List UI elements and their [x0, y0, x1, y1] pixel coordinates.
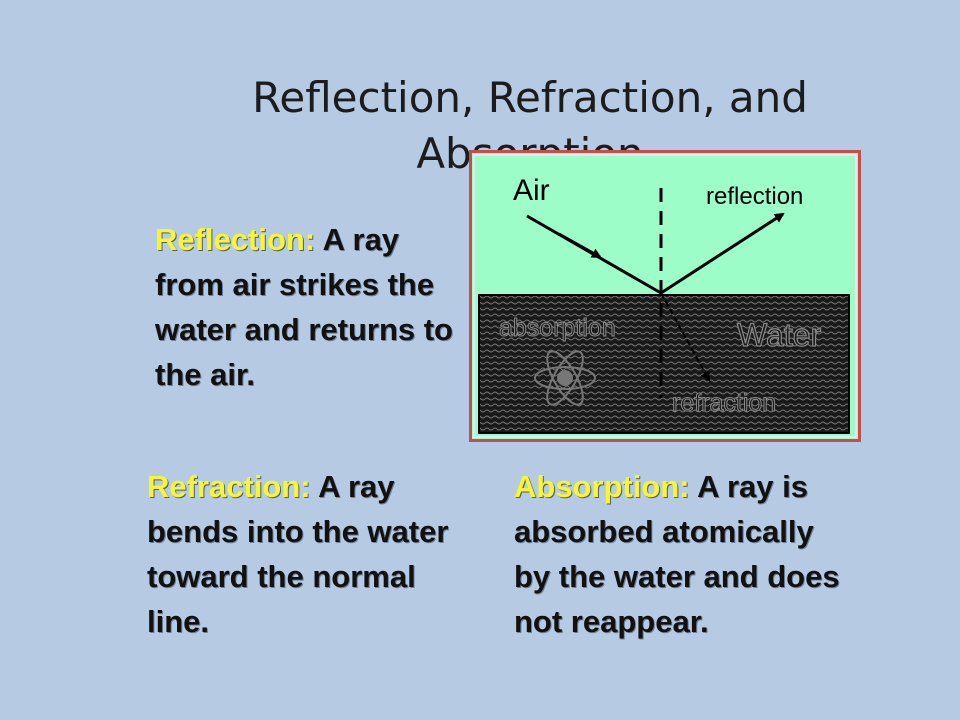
atom-icon — [534, 350, 596, 406]
refraction-label: refraction — [672, 389, 776, 417]
absorption-description: Absorption: A ray is absorbed atomically… — [514, 464, 854, 644]
air-label: Air — [513, 174, 550, 207]
reflection-term: Reflection: — [155, 222, 316, 257]
water-label: Water — [737, 317, 822, 353]
reflection-label: reflection — [706, 183, 803, 210]
refraction-text: A ray bends into the water toward the no… — [147, 469, 449, 639]
reflection-text: A ray from air strikes the water and ret… — [155, 222, 453, 392]
water-region — [478, 294, 850, 434]
refraction-term: Refraction: — [147, 469, 311, 504]
incident-ray-arrow — [558, 232, 602, 259]
diagram-canvas: Air reflection Water absorption refracti… — [469, 150, 861, 442]
reflection-description: Reflection: A ray from air strikes the w… — [155, 217, 465, 397]
absorption-term: Absorption: — [514, 469, 690, 504]
title-line-1: Reflection, Refraction, and — [252, 73, 808, 122]
absorption-label: absorption — [499, 314, 616, 342]
refracted-ray — [660, 292, 710, 382]
refraction-description: Refraction: A ray bends into the water t… — [147, 464, 457, 644]
absorption-text: A ray is absorbed atomically by the wate… — [514, 469, 840, 639]
reflection-diagram: Air reflection Water absorption refracti… — [469, 150, 861, 442]
reflected-ray — [660, 212, 785, 295]
